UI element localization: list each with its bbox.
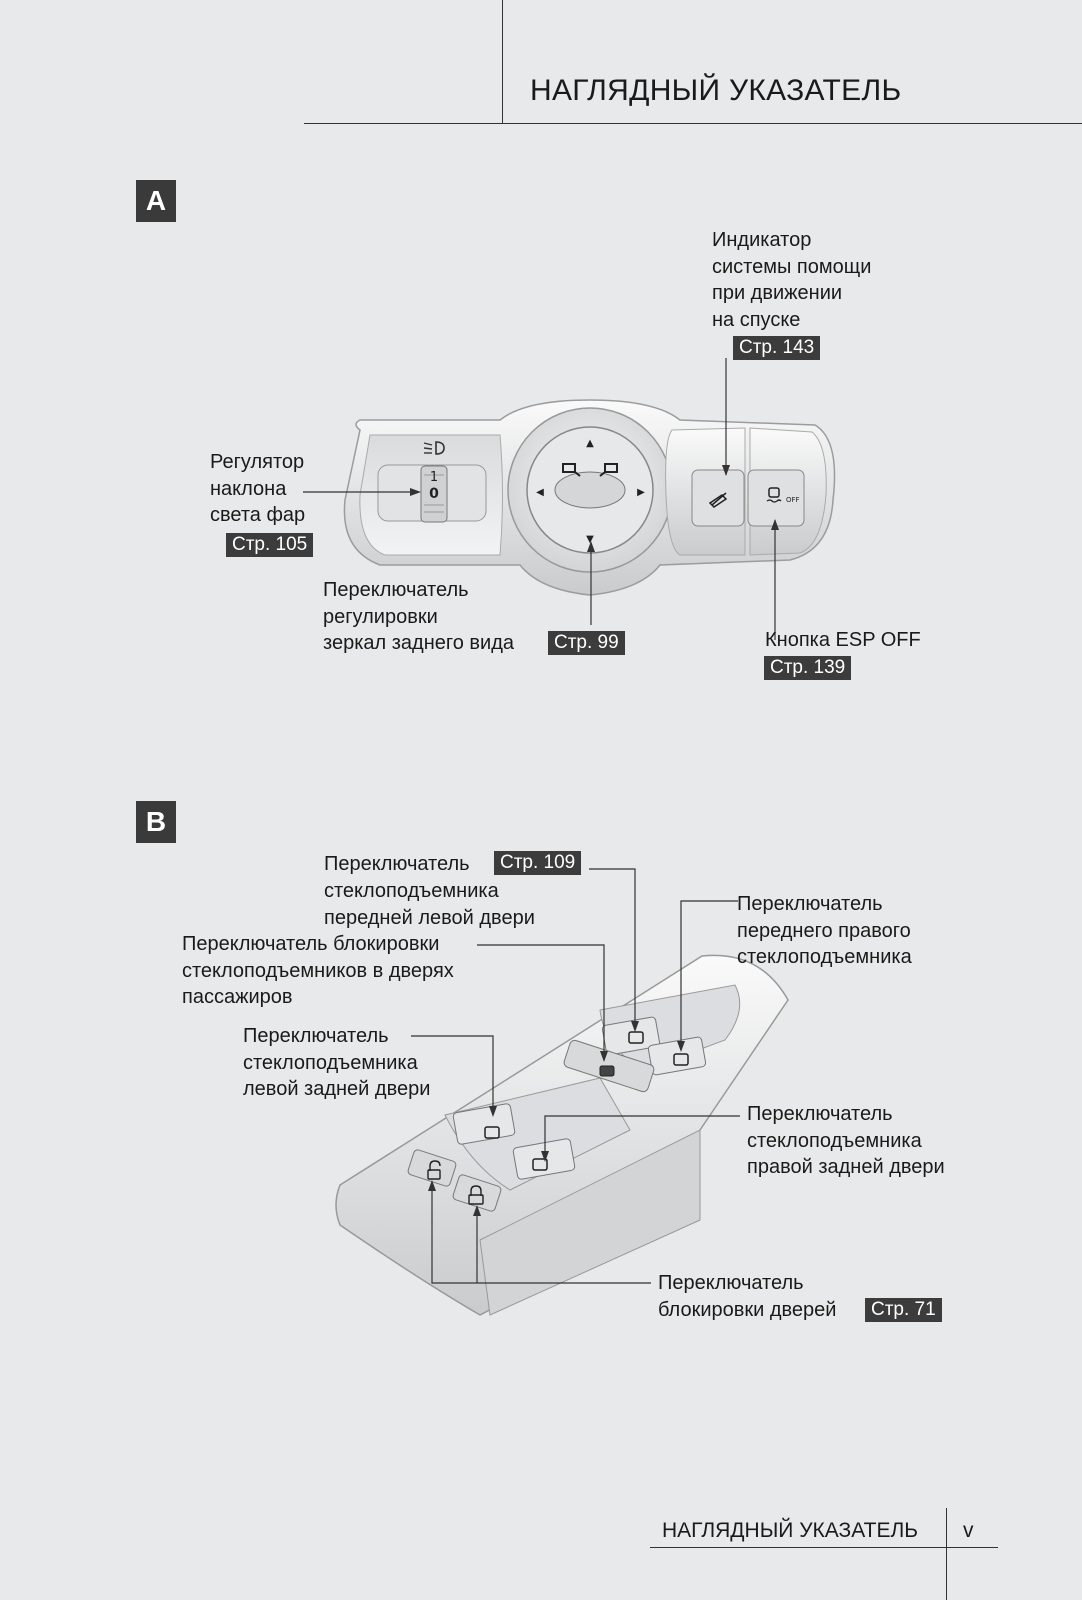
window-switch-panel	[335, 954, 789, 1316]
footer-page-number: v	[963, 1519, 974, 1542]
mirror-right-icon	[599, 463, 618, 477]
headlamp-dial-lower: 0	[429, 486, 439, 502]
header-rule	[304, 123, 1082, 124]
callout-headlamp-page-ref[interactable]: Стр. 105	[226, 533, 314, 557]
callout-front-left-page-ref[interactable]: Стр. 109	[494, 851, 582, 875]
mirror-left-icon	[562, 463, 581, 477]
callout-lines-a	[303, 358, 776, 640]
callout-descent-page-ref[interactable]: Стр. 143	[733, 336, 821, 360]
headlamp-dial-upper: 1	[430, 470, 438, 485]
page-title: НАГЛЯДНЫЙ УКАЗАТЕЛЬ	[530, 74, 902, 107]
window-switch-rear-left-icon	[484, 1126, 500, 1139]
callout-rear-left-text: Переключатель стеклоподъемника левой зад…	[243, 1025, 431, 1100]
svg-text:▶: ▶	[637, 487, 645, 498]
callout-arrowheads-b	[428, 1021, 685, 1216]
headlamp-level-icon	[423, 441, 445, 455]
callout-front-left-text: стеклоподъемника передней левой двери	[324, 880, 535, 929]
callout-front-left-title: Переключатель	[324, 853, 470, 875]
svg-text:▼: ▼	[586, 534, 594, 545]
callout-front-right-text: Переключатель переднего правого стеклопо…	[737, 893, 912, 968]
callout-esp-text: Кнопка ESP OFF	[765, 629, 921, 651]
footer-divider	[946, 1508, 947, 1600]
callout-lockout-text: Переключатель блокировки стеклоподъемник…	[182, 933, 454, 1008]
window-switch-front-left-icon	[628, 1031, 644, 1044]
callout-mirror-page-ref[interactable]: Стр. 99	[548, 631, 625, 655]
section-a-badge: A	[136, 180, 176, 222]
callout-lines-b	[411, 868, 740, 1284]
callout-mirror-text: Переключатель регулировки зеркал заднего…	[323, 579, 514, 654]
section-b-badge: B	[136, 801, 176, 843]
svg-text:◀: ◀	[536, 487, 544, 498]
callout-rear-right-text: Переключатель стеклоподъемника правой за…	[747, 1103, 945, 1178]
esp-off-icon: OFF	[766, 487, 800, 504]
window-switch-rear-right-icon	[532, 1158, 548, 1171]
hill-descent-icon	[708, 492, 728, 508]
callout-arrowheads-a	[410, 465, 779, 552]
callout-esp-page-ref[interactable]: Стр. 139	[764, 656, 852, 680]
callout-door-lock-text: блокировки дверей	[658, 1299, 837, 1321]
door-lock-icon	[468, 1185, 484, 1205]
svg-text:▲: ▲	[586, 438, 594, 449]
esp-off-icon-label: OFF	[786, 496, 800, 504]
callout-descent-text: Индикатор системы помощи при движении на…	[712, 229, 872, 331]
header-divider	[502, 0, 503, 124]
callout-door-lock-title: Переключатель	[658, 1272, 804, 1294]
callout-door-lock-page-ref[interactable]: Стр. 71	[865, 1298, 942, 1322]
footer-rule	[650, 1547, 998, 1548]
window-lockout-icon	[599, 1065, 615, 1077]
callout-headlamp-text: Регулятор наклона света фар	[210, 451, 306, 526]
window-switch-front-right-icon	[673, 1053, 689, 1066]
door-unlock-icon	[427, 1160, 441, 1180]
light-switch-panel: 1 0 ▲ ▼ ◀ ▶	[343, 399, 836, 596]
footer-section-title: НАГЛЯДНЫЙ УКАЗАТЕЛЬ	[662, 1519, 919, 1542]
